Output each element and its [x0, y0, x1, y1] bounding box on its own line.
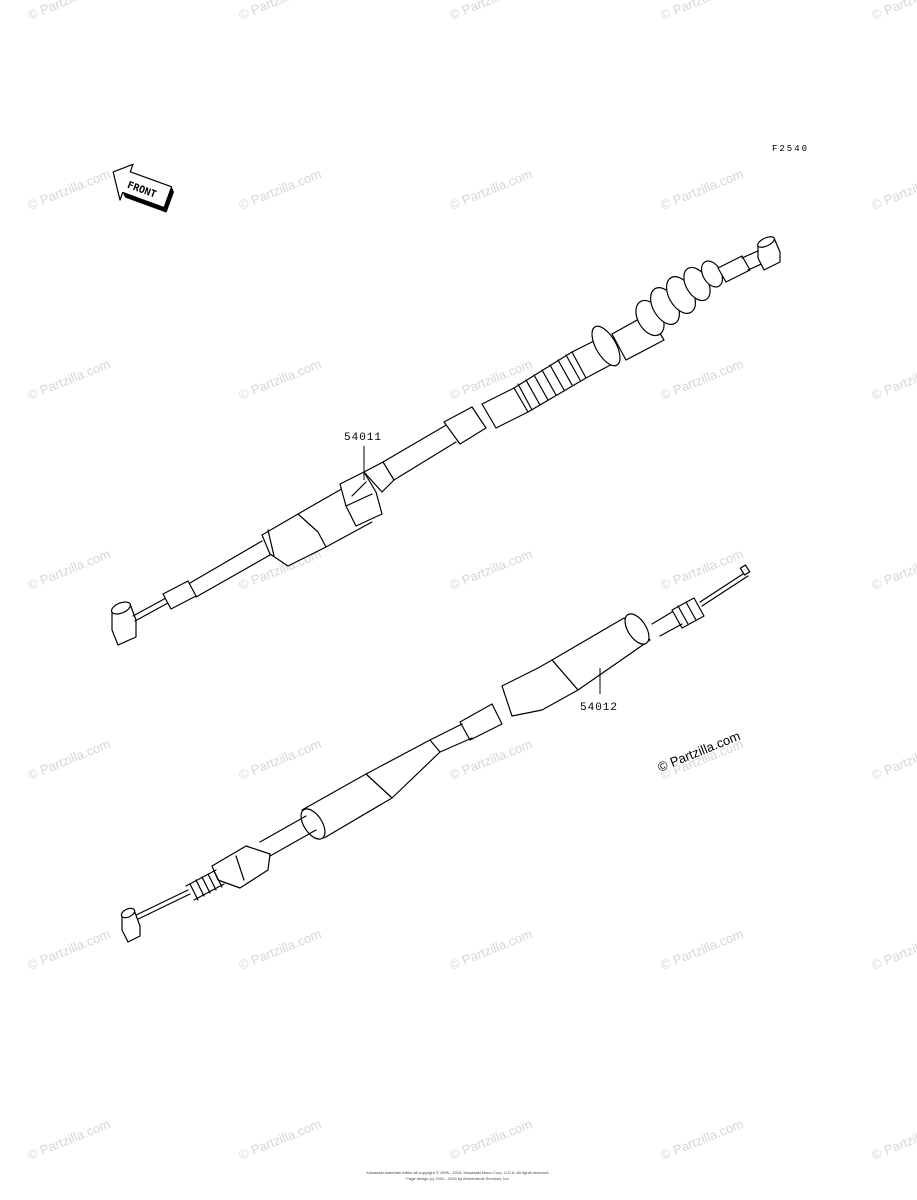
watermark-text: © Partzilla.com — [870, 356, 917, 403]
watermark-text: © Partzilla.com — [870, 926, 917, 973]
watermark-text: © Partzilla.com — [659, 926, 746, 973]
watermark-text: © Partzilla.com — [26, 0, 113, 23]
watermark-text: © Partzilla.com — [237, 0, 324, 23]
watermark-text: © Partzilla.com — [448, 0, 535, 23]
watermark-text: © Partzilla.com — [448, 926, 535, 973]
watermark-text: © Partzilla.com — [237, 166, 324, 213]
watermark-text: © Partzilla.com — [26, 1116, 113, 1163]
watermark-text: © Partzilla.com — [26, 166, 113, 213]
watermark-text: © Partzilla.com — [870, 0, 917, 23]
footer-line-1: Kawasaki materials within all copyright … — [366, 1170, 549, 1175]
watermark-text: © Partzilla.com — [26, 546, 113, 593]
threaded-end — [185, 869, 225, 901]
front-arrow-icon: FRONT — [112, 163, 175, 213]
watermark-text: © Partzilla.com — [237, 736, 324, 783]
watermark-text: © Partzilla.com — [870, 166, 917, 213]
watermark-text: © Partzilla.com — [237, 926, 324, 973]
watermark-text: © Partzilla.com — [26, 736, 113, 783]
part-number-54011[interactable]: 54011 — [344, 432, 382, 444]
watermark-text: © Partzilla.com — [870, 546, 917, 593]
watermark-text: © Partzilla.com — [659, 356, 746, 403]
watermark-text: © Partzilla.com — [659, 166, 746, 213]
watermark-text: © Partzilla.com — [26, 926, 113, 973]
watermark-text: © Partzilla.com — [870, 736, 917, 783]
footer-line-2: Page design (c) 2002 - 2015 by Arionbran… — [406, 1176, 509, 1181]
watermark-text: © Partzilla.com — [448, 546, 535, 593]
watermark-text: © Partzilla.com — [448, 166, 535, 213]
spring — [513, 351, 587, 413]
watermark-text: © Partzilla.com — [659, 0, 746, 23]
watermark-text: © Partzilla.com — [870, 1116, 917, 1163]
watermark-text: © Partzilla.com — [659, 1116, 746, 1163]
watermark-text: © Partzilla.com — [448, 356, 535, 403]
watermark-text: © Partzilla.com — [26, 356, 113, 403]
watermark-text: © Partzilla.com — [448, 1116, 535, 1163]
watermark-text: © Partzilla.com — [237, 1116, 324, 1163]
watermark-layer: © Partzilla.com © Partzilla.com © Partzill… — [26, 0, 917, 1163]
clutch-cable-54011[interactable] — [110, 235, 781, 646]
figure-code: F2540 — [772, 144, 809, 154]
rubber-boot — [635, 260, 724, 337]
part-number-54012[interactable]: 54012 — [580, 702, 618, 714]
throttle-cable-54012[interactable] — [120, 564, 751, 943]
watermark-text: © Partzilla.com — [237, 356, 324, 403]
